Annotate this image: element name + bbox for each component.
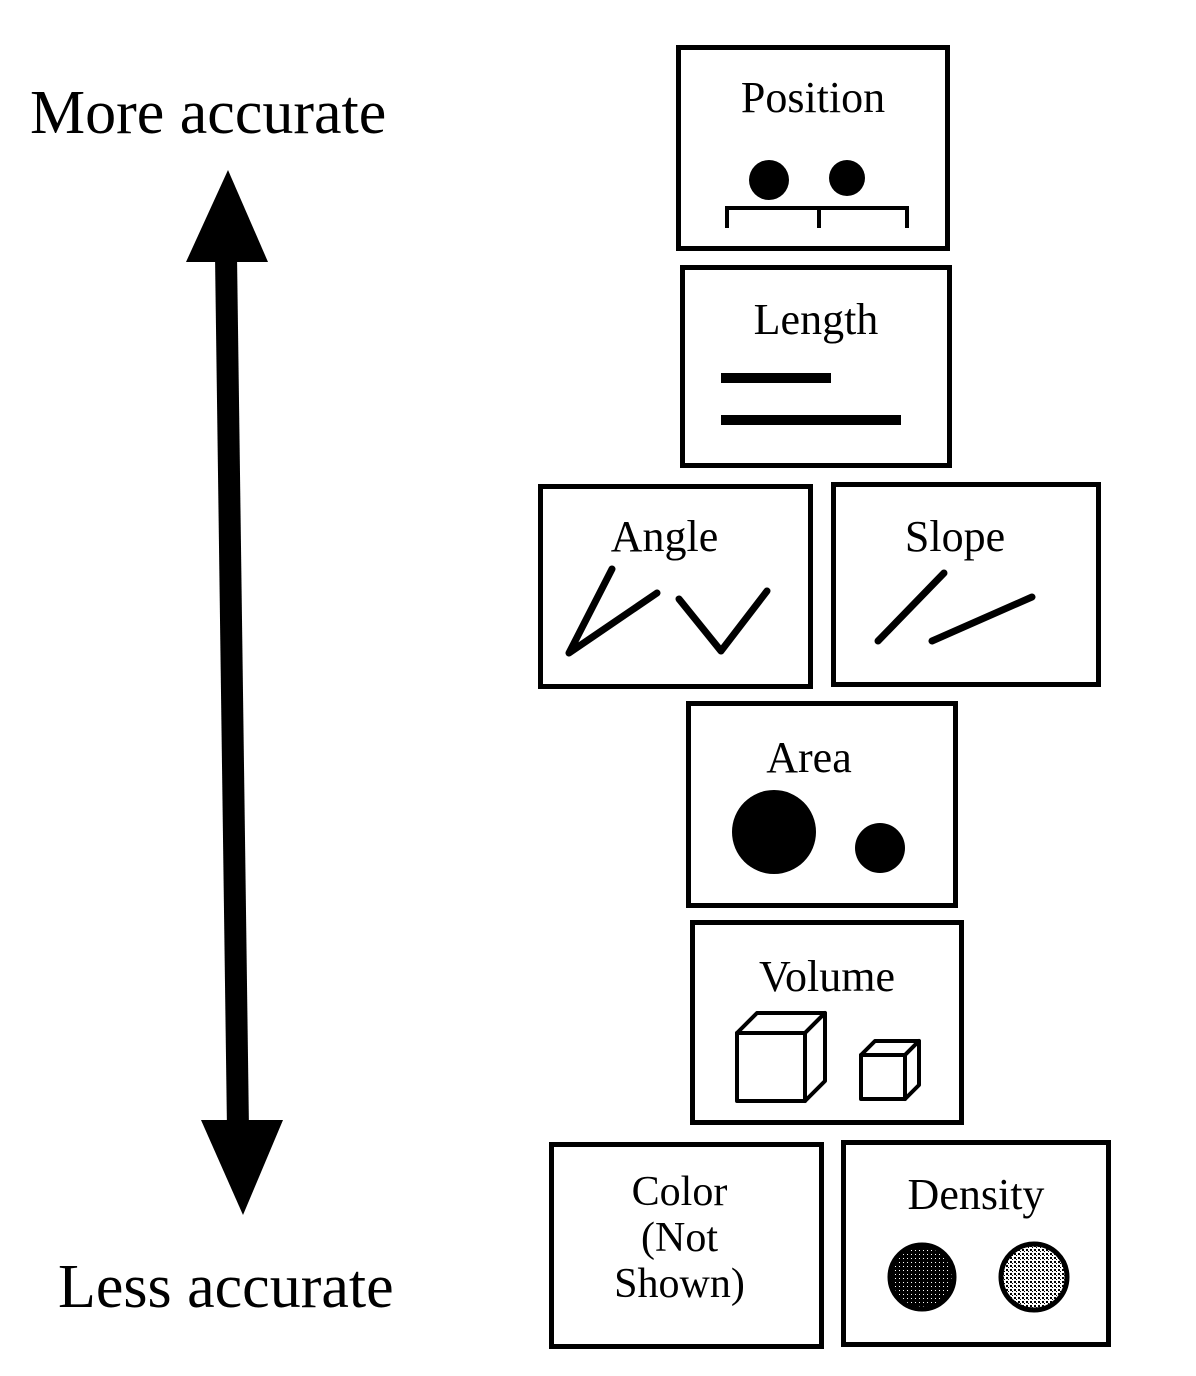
color-title: Color (Not Shown) <box>540 1169 819 1307</box>
volume-box: Volume <box>690 920 964 1125</box>
color-title-line-2: (Not <box>641 1215 718 1261</box>
position-box: Position <box>676 45 950 251</box>
angle-icon <box>565 565 771 657</box>
position-icon <box>725 160 909 228</box>
slope-title: Slope <box>904 512 1006 561</box>
position-title: Position <box>740 73 886 122</box>
angle-box: Angle <box>538 484 813 689</box>
length-icon <box>721 373 901 425</box>
angle-title: Angle <box>610 512 719 561</box>
volume-icon <box>735 1011 921 1103</box>
density-box: Density <box>841 1140 1111 1347</box>
length-box: Length <box>680 265 952 468</box>
area-icon <box>732 790 905 874</box>
more-accurate-label: More accurate <box>30 79 387 147</box>
color-title-line-1: Color <box>631 1169 728 1215</box>
color-title-line-3: Shown) <box>614 1261 745 1307</box>
volume-title: Volume <box>758 952 896 1001</box>
color-box: Color (Not Shown) <box>549 1142 824 1349</box>
length-title: Length <box>753 295 879 344</box>
less-accurate-label: Less accurate <box>58 1253 394 1321</box>
slope-icon <box>874 569 1036 645</box>
density-title: Density <box>907 1170 1045 1219</box>
density-icon <box>887 1241 1070 1313</box>
slope-box: Slope <box>831 482 1101 687</box>
area-box: Area <box>686 701 958 908</box>
area-title: Area <box>766 733 852 782</box>
accuracy-arrow <box>186 170 283 1215</box>
